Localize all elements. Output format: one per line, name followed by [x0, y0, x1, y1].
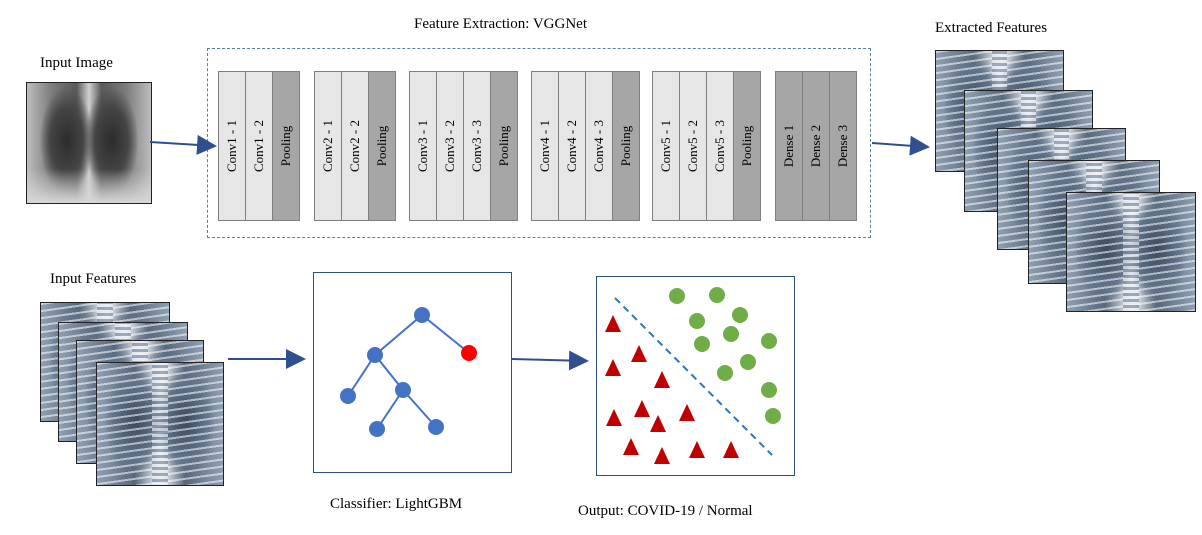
pooling-layer: Pooling — [368, 71, 396, 221]
pooling-layer: Pooling — [733, 71, 761, 221]
covid-marker — [623, 438, 639, 455]
dense-layer: Dense 3 — [829, 71, 857, 221]
normal-marker — [740, 354, 756, 370]
arrow-vgg-to-features — [871, 135, 930, 156]
arrow-image-to-vgg — [149, 134, 217, 155]
pooling-layer: Pooling — [490, 71, 518, 221]
output-label: Output: COVID-19 / Normal — [578, 503, 753, 519]
conv-layer: Conv2 - 1 — [314, 71, 342, 221]
tree-node-inner — [395, 382, 411, 398]
normal-marker — [765, 408, 781, 424]
conv-layer: Conv3 - 2 — [436, 71, 464, 221]
normal-marker — [709, 287, 725, 303]
conv-layer: Conv2 - 2 — [341, 71, 369, 221]
covid-marker — [654, 371, 670, 388]
tree-node-left — [367, 347, 383, 363]
covid-marker — [631, 345, 647, 362]
normal-marker — [723, 326, 739, 342]
normal-marker — [669, 288, 685, 304]
decision-boundary — [614, 297, 773, 456]
extracted-features-label: Extracted Features — [935, 20, 1048, 36]
arrow-classifier-to-output — [511, 350, 589, 371]
covid-marker — [654, 447, 670, 464]
conv-layer: Conv5 - 2 — [679, 71, 707, 221]
covid-marker — [634, 400, 650, 417]
input-feature-map-4 — [96, 362, 224, 486]
tree-leaf — [428, 419, 444, 435]
covid-markers — [605, 315, 739, 464]
normal-marker — [761, 382, 777, 398]
covid-marker — [605, 315, 621, 332]
input-features-label: Input Features — [50, 271, 137, 287]
conv-layer: Conv4 - 3 — [585, 71, 613, 221]
normal-marker — [694, 336, 710, 352]
normal-marker — [717, 365, 733, 381]
tree-leaf — [369, 421, 385, 437]
normal-marker — [761, 333, 777, 349]
conv-layer: Conv1 - 1 — [218, 71, 246, 221]
covid-marker — [679, 404, 695, 421]
decision-tree — [347, 314, 470, 430]
covid-marker — [606, 409, 622, 426]
covid-marker — [689, 441, 705, 458]
normal-marker — [689, 313, 705, 329]
covid-marker — [605, 359, 621, 376]
tree-leaf — [340, 388, 356, 404]
covid-marker — [650, 415, 666, 432]
classifier-panel — [313, 272, 512, 473]
covid-marker — [723, 441, 739, 458]
normal-markers — [669, 287, 781, 424]
feature-extraction-label: Feature Extraction: VGGNet — [414, 16, 588, 32]
conv-layer: Conv3 - 1 — [409, 71, 437, 221]
normal-marker — [732, 307, 748, 323]
input-image-label: Input Image — [40, 55, 113, 71]
pooling-layer: Pooling — [272, 71, 300, 221]
tree-root-node — [414, 307, 430, 323]
extracted-feature-map-5 — [1066, 192, 1196, 312]
tree-leaf-highlight — [461, 345, 477, 361]
pooling-layer: Pooling — [612, 71, 640, 221]
classifier-label: Classifier: LightGBM — [330, 496, 463, 512]
conv-layer: Conv5 - 3 — [706, 71, 734, 221]
